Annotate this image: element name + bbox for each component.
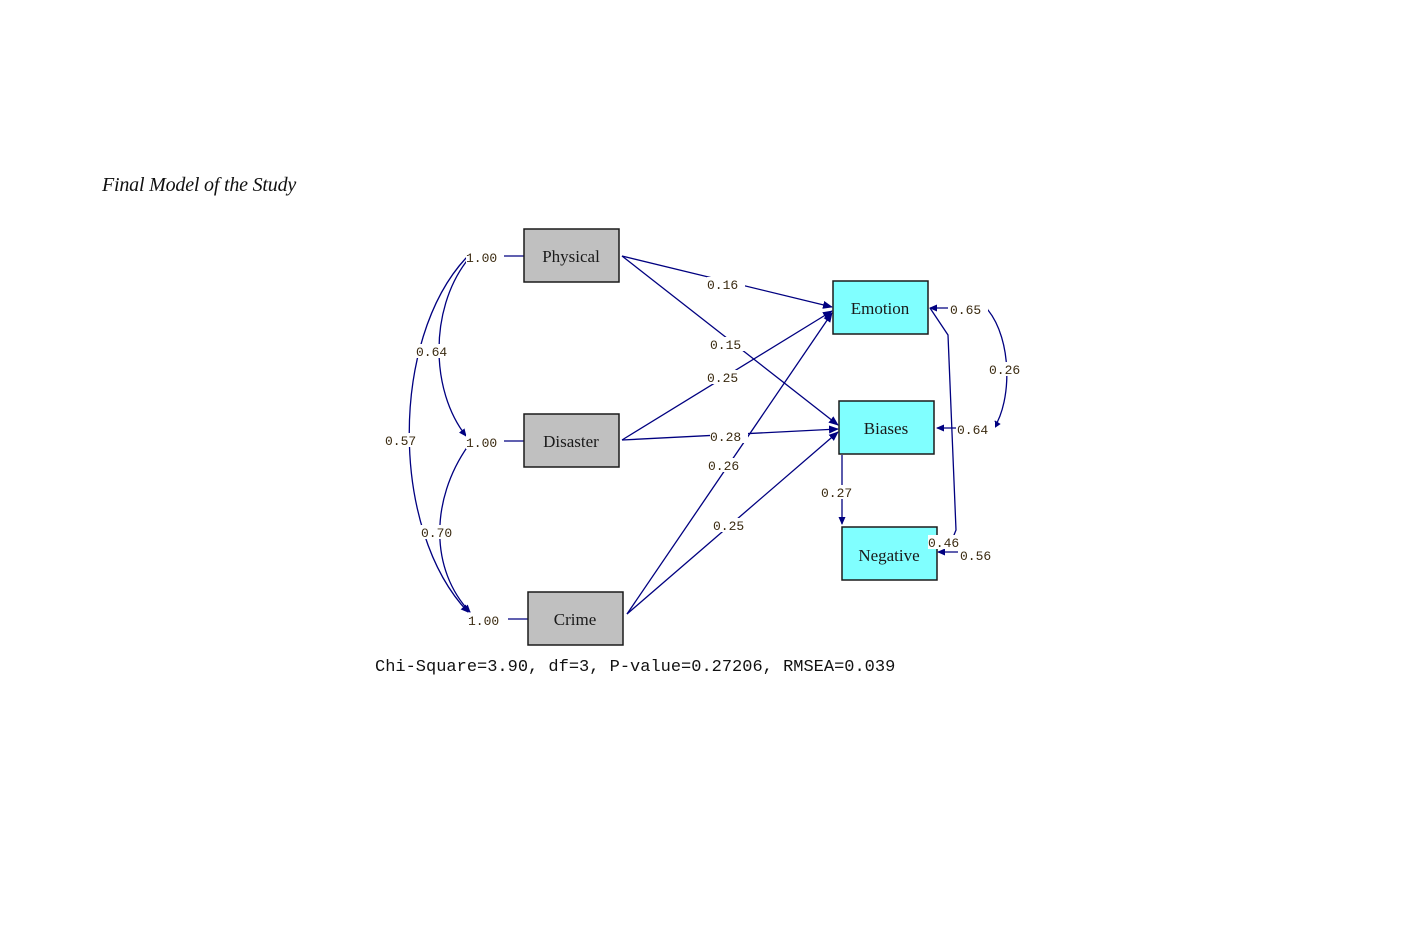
variance-label-physical: 1.00: [466, 251, 497, 266]
variance-label-crime: 1.00: [468, 614, 499, 629]
cov-label-emotion-biases: 0.26: [989, 363, 1020, 378]
box-negative: Negative: [841, 526, 938, 581]
path-label-physical-biases: 0.15: [710, 338, 741, 353]
error-label-negative: 0.56: [960, 549, 991, 564]
box-label-disaster: Disaster: [543, 432, 599, 451]
path-label-crime-biases: 0.25: [713, 519, 744, 534]
box-label-physical: Physical: [542, 247, 600, 266]
box-biases: Biases: [838, 400, 935, 455]
error-label-emotion: 0.65: [950, 303, 981, 318]
fit-statistics: Chi-Square=3.90, df=3, P-value=0.27206, …: [375, 658, 895, 677]
box-crime: Crime: [527, 591, 624, 646]
path-label-disaster-emotion: 0.25: [707, 371, 738, 386]
cov-label-physical-disaster: 0.64: [416, 345, 447, 360]
error-label-biases: 0.64: [957, 423, 988, 438]
figure-caption: Final Model of the Study: [102, 174, 297, 196]
cov-label-disaster-crime: 0.70: [421, 526, 452, 541]
box-label-negative: Negative: [858, 546, 919, 565]
cov-label-physical-crime: 0.57: [385, 434, 416, 449]
box-label-crime: Crime: [554, 610, 597, 629]
box-physical: Physical: [523, 228, 620, 283]
box-disaster: Disaster: [523, 413, 620, 468]
box-label-emotion: Emotion: [851, 299, 910, 318]
box-emotion: Emotion: [832, 280, 929, 335]
path-label-disaster-biases: 0.28: [710, 430, 741, 445]
box-label-biases: Biases: [864, 419, 908, 438]
path-label-biases-negative: 0.27: [821, 486, 852, 501]
path-label-crime-emotion: 0.26: [708, 459, 739, 474]
variance-label-disaster: 1.00: [466, 436, 497, 451]
path-label-emotion-negative: 0.46: [928, 536, 959, 551]
path-label-physical-emotion: 0.16: [707, 278, 738, 293]
